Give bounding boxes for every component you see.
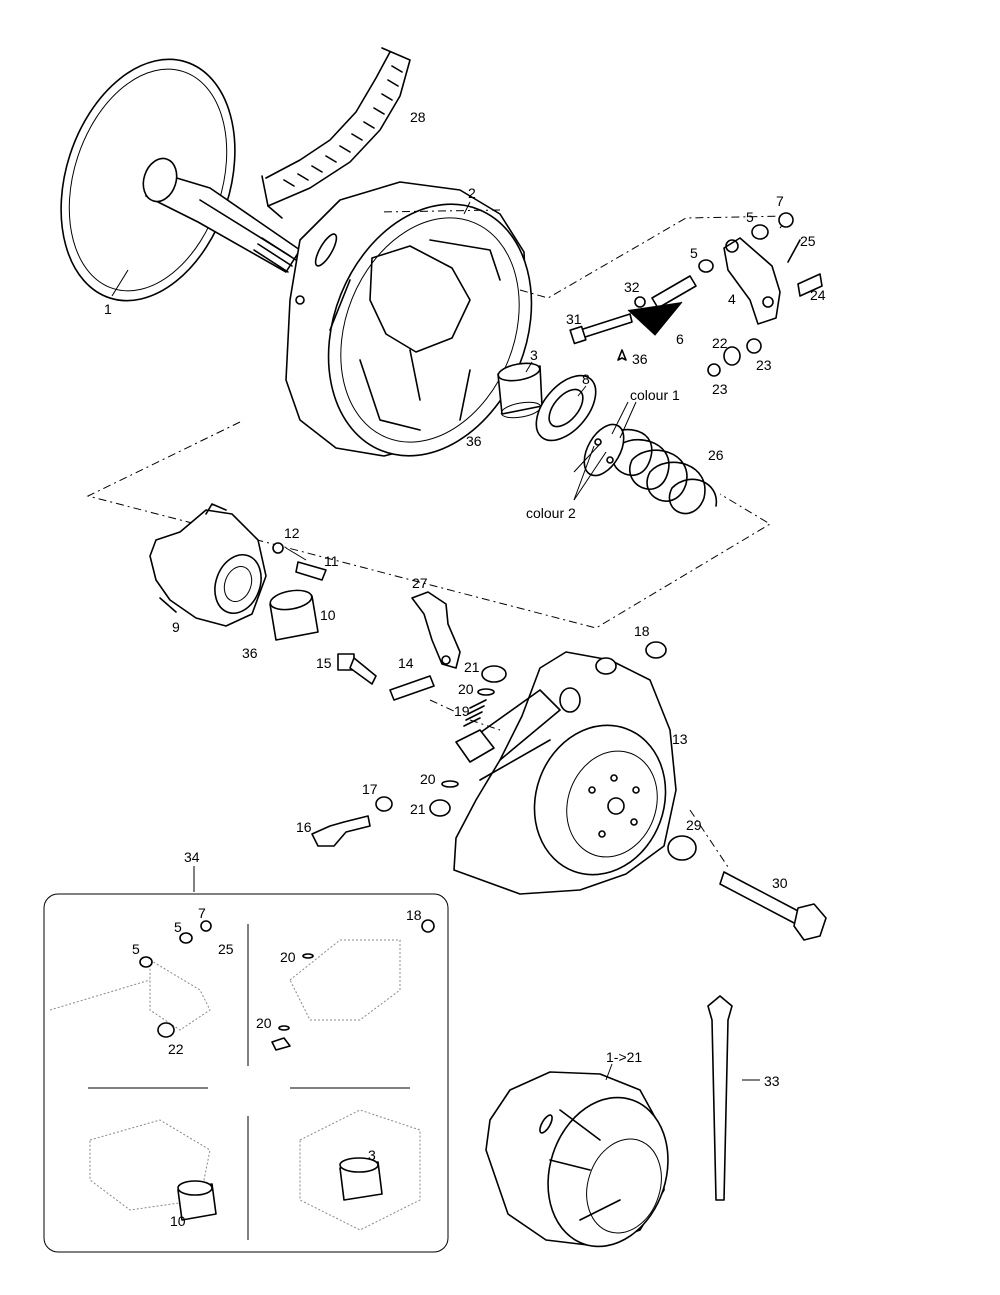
fixed-sheave-part [60, 58, 301, 302]
callout-labels: 1 28 2 7 5 25 5 24 4 32 31 6 22 36 23 23… [104, 109, 826, 1229]
callout-8: 8 [582, 371, 590, 387]
washer-29-part [667, 835, 697, 861]
callout-15: 15 [316, 655, 332, 671]
inset-callout-20: 20 [256, 1015, 272, 1031]
callout-23: 23 [756, 357, 772, 373]
callout-1: 1 [104, 301, 112, 317]
callout-17: 17 [362, 781, 378, 797]
movable-sheave-part [285, 181, 533, 457]
inset-callout-7: 7 [198, 905, 206, 921]
inset-callout-5: 5 [132, 941, 140, 957]
callout-36: 36 [466, 433, 482, 449]
assembly-line [86, 421, 771, 629]
callout-4: 4 [728, 291, 736, 307]
callout-10: 10 [320, 607, 336, 623]
callout-5: 5 [746, 209, 754, 225]
callout-14: 14 [398, 655, 414, 671]
assembly-line [379, 209, 792, 299]
callout-28: 28 [410, 109, 426, 125]
spider-part [149, 503, 267, 627]
callout-2: 2 [468, 185, 476, 201]
inset-callout-25: 25 [218, 941, 234, 957]
washer-18-part [645, 641, 667, 659]
callout-13: 13 [672, 731, 688, 747]
bushing-part [497, 362, 543, 419]
inset-callout-22: 22 [168, 1041, 184, 1057]
callout-16: 16 [296, 819, 312, 835]
screw-11-part [272, 542, 327, 581]
screw-15-part [337, 653, 377, 685]
bushing-10-part [269, 589, 319, 641]
callout-19: 19 [454, 703, 470, 719]
inset-callout-20: 20 [280, 949, 296, 965]
lever-arm-part [707, 212, 823, 377]
callout-23: 23 [712, 381, 728, 397]
callout-20: 20 [420, 771, 436, 787]
callout-22: 22 [712, 335, 728, 351]
inset-panel [43, 866, 449, 1253]
housing-cover-part [453, 651, 677, 895]
callout-6: 6 [676, 331, 684, 347]
inset-callout-5: 5 [174, 919, 182, 935]
bolt-30-part [719, 871, 827, 941]
bolt-assembly-part [569, 259, 714, 361]
drive-belt-part [261, 47, 411, 219]
inset-callout-18: 18 [406, 907, 422, 923]
inset-callout-10: 10 [170, 1213, 186, 1229]
callout-range: 1->21 [606, 1049, 642, 1065]
callout-11: 11 [324, 553, 339, 569]
spring-part [583, 423, 718, 515]
callout-21: 21 [464, 659, 480, 675]
roller-21-part [429, 665, 507, 817]
callout-24: 24 [810, 287, 826, 303]
callout-7: 7 [776, 193, 784, 209]
callout-18: 18 [634, 623, 650, 639]
callout-34: 34 [184, 849, 200, 865]
callout-30: 30 [772, 875, 788, 891]
tool-33-part [707, 995, 733, 1201]
complete-clutch-assembly [485, 1071, 669, 1248]
callout-26: 26 [708, 447, 724, 463]
callout-27: 27 [412, 575, 428, 591]
callout-36: 36 [242, 645, 258, 661]
leader-lines [285, 201, 760, 1081]
callout-12: 12 [284, 525, 300, 541]
callout-3: 3 [530, 347, 538, 363]
assembly-line [429, 699, 731, 871]
callout-colour-2: colour 2 [526, 505, 576, 521]
callout-9: 9 [172, 619, 180, 635]
inset-callout-3: 3 [368, 1147, 376, 1163]
callout-29: 29 [686, 817, 702, 833]
bolt-16-part [311, 796, 393, 847]
callout-20: 20 [458, 681, 474, 697]
cam-27-part [411, 591, 461, 669]
callout-colour-1: colour 1 [630, 387, 680, 403]
callout-31: 31 [566, 311, 582, 327]
callout-32: 32 [624, 279, 640, 295]
callout-21: 21 [410, 801, 426, 817]
pin-14-part [389, 675, 435, 701]
callout-5: 5 [690, 245, 698, 261]
callout-36: 36 [632, 351, 648, 367]
callout-33: 33 [764, 1073, 780, 1089]
callout-25: 25 [800, 233, 816, 249]
